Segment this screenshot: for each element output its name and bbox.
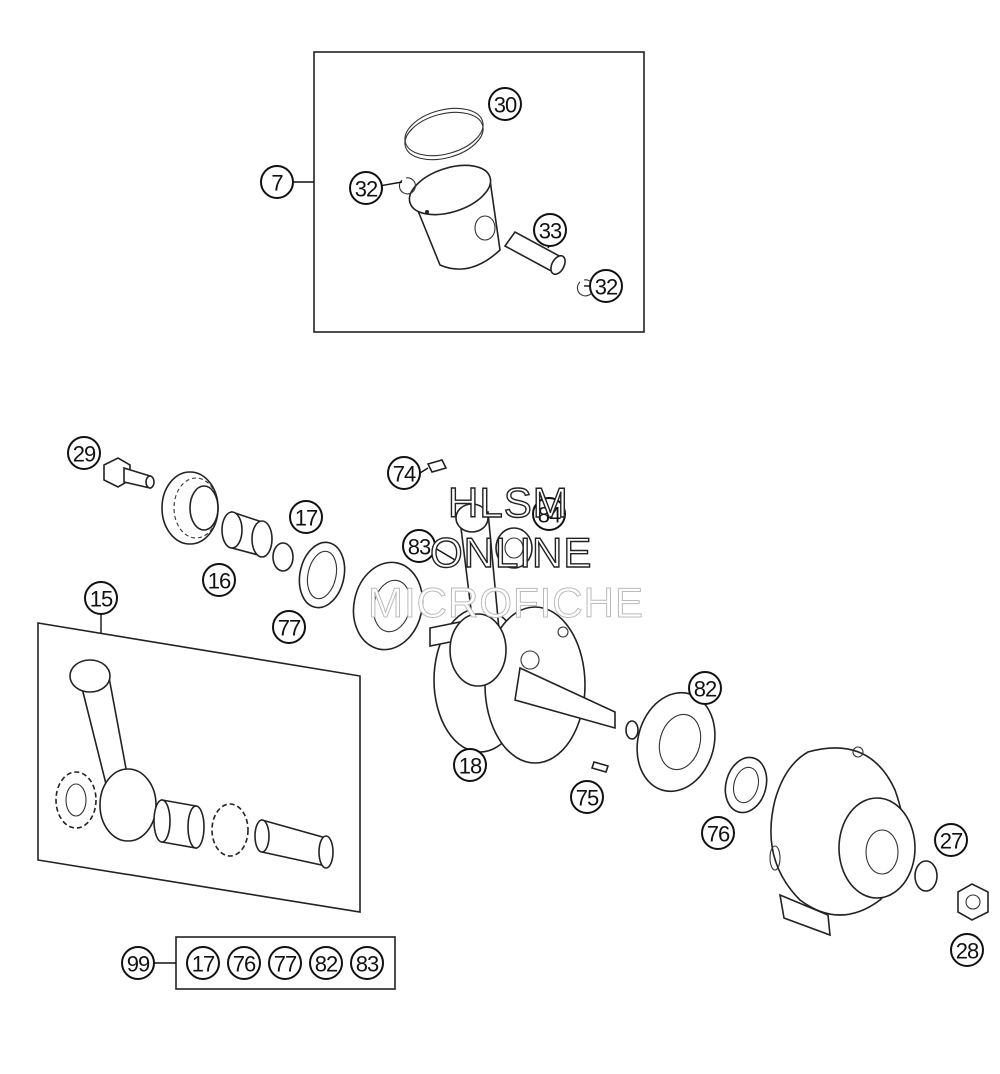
callout-c16: 16 xyxy=(202,563,236,597)
callout-c32b: 32 xyxy=(589,269,623,303)
callout-c76: 76 xyxy=(701,816,735,850)
piston-kit-frame xyxy=(313,51,645,333)
callout-label: 29 xyxy=(73,442,96,467)
callout-c33: 33 xyxy=(533,213,567,247)
shaft-seal-77 xyxy=(298,541,346,609)
callout-kit-part-82: 82 xyxy=(309,946,343,980)
piston-ring xyxy=(404,107,484,161)
callout-label: 27 xyxy=(940,829,963,854)
callout-c82: 82 xyxy=(688,671,722,705)
connecting-rod xyxy=(449,503,507,687)
callout-kit-99-number: 99 xyxy=(121,946,155,980)
conrod-kit-parts xyxy=(55,659,334,869)
callout-label: 15 xyxy=(90,587,113,612)
shaft-seal-76 xyxy=(724,756,768,814)
callout-c75: 75 xyxy=(570,780,604,814)
callout-c30: 30 xyxy=(488,87,522,121)
callout-c74: 74 xyxy=(387,456,421,490)
callout-kit-part-83: 83 xyxy=(350,946,384,980)
callout-label: 33 xyxy=(539,219,562,244)
callout-c84: 84 xyxy=(532,497,566,531)
primary-gear xyxy=(161,471,219,545)
callout-label: 32 xyxy=(355,177,378,202)
callout-c83: 83 xyxy=(402,529,436,563)
callout-label: 16 xyxy=(208,569,231,594)
callout-c7: 7 xyxy=(260,165,294,199)
callout-label: 17 xyxy=(192,952,215,977)
callout-kit-part-77: 77 xyxy=(268,946,302,980)
watermark-line-3: MICROFICHE xyxy=(368,579,644,626)
spacer-sleeve xyxy=(221,510,273,558)
callout-c32a: 32 xyxy=(349,171,383,205)
needle-bearing-84 xyxy=(495,527,533,569)
callout-label: 28 xyxy=(956,939,979,964)
watermark-line-1: HLSM xyxy=(447,479,569,526)
callout-label: 7 xyxy=(271,171,283,196)
woodruff-key-75 xyxy=(590,761,610,773)
conrod-kit-frame xyxy=(37,622,361,913)
callout-label: 99 xyxy=(127,952,150,977)
bolt-29 xyxy=(103,457,155,490)
nut-28 xyxy=(957,883,989,921)
callout-label: 32 xyxy=(595,275,618,300)
callout-label: 74 xyxy=(393,462,416,487)
callout-label: 76 xyxy=(707,822,730,847)
callout-c27: 27 xyxy=(934,823,968,857)
callout-label: 83 xyxy=(356,952,379,977)
callout-label: 82 xyxy=(694,677,717,702)
callout-kit-part-76: 76 xyxy=(227,946,261,980)
callout-label: 18 xyxy=(459,754,482,779)
o-ring-17 xyxy=(272,542,294,572)
callout-label: 30 xyxy=(494,93,517,118)
piston xyxy=(408,164,501,270)
callout-label: 83 xyxy=(408,535,431,560)
callout-label: 76 xyxy=(233,952,256,977)
watermark-line-2: ONLINE xyxy=(429,529,593,576)
callout-label: 84 xyxy=(538,503,561,528)
main-bearing-82 xyxy=(636,691,716,793)
callout-c29: 29 xyxy=(67,436,101,470)
main-bearing-83 xyxy=(352,561,424,651)
callout-c17: 17 xyxy=(289,500,323,534)
callout-c15: 15 xyxy=(84,581,118,615)
callout-label: 75 xyxy=(576,786,599,811)
washer-27 xyxy=(914,860,938,892)
callout-c77: 77 xyxy=(272,610,306,644)
woodruff-key-74 xyxy=(426,459,448,473)
callout-label: 82 xyxy=(315,952,338,977)
piston-pin xyxy=(503,230,566,276)
callout-label: 17 xyxy=(295,506,318,531)
piston-circlip-left xyxy=(398,177,416,195)
callout-c18: 18 xyxy=(453,748,487,782)
callout-label: 77 xyxy=(278,616,301,641)
callout-c28: 28 xyxy=(950,933,984,967)
flywheel-rotor xyxy=(769,746,916,937)
callout-kit-part-17: 17 xyxy=(186,946,220,980)
callout-label: 77 xyxy=(274,952,297,977)
